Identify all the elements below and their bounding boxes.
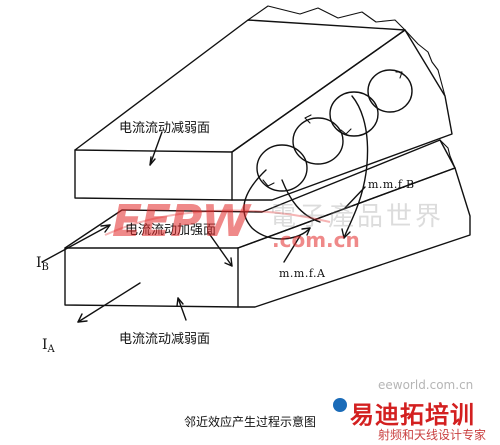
current-loop-3 [329,91,379,137]
current-a-subscript: A [47,344,55,355]
brand-subtitle: 射频和天线设计专家 [378,428,487,442]
current-b-arrow-line [41,224,111,263]
loop-arrow-4 [395,71,403,79]
current-b-label: IB [36,256,49,273]
current-b-arrowhead [100,224,111,233]
mmf-a-label: m.m.f.A [279,267,326,280]
middle-face-leader-head [224,257,233,267]
watermark-logo: EEPW [112,196,250,247]
bottom-face-label: 电流流动减弱面 [119,332,211,347]
loop-arrow-3 [340,128,352,135]
mmf-b-flux-line [343,95,369,239]
current-loop-4 [367,69,413,113]
upper-torn-edge-right [404,29,446,97]
mmf-a-flux-arrowhead [301,227,311,236]
mmf-a-flux-line-2 [281,179,321,223]
current-a-arrow-line [77,282,141,323]
current-loop-2 [292,117,344,165]
current-b-symbol: I [36,255,42,271]
current-loop-1 [256,144,308,192]
watermark-url-small: eeworld.com.cn [378,378,474,392]
upper-conductor-side-face [231,29,453,201]
watermark-url: .com.cn [272,228,360,252]
upper-torn-edge [247,5,406,31]
current-a-arrowhead [77,313,88,323]
mmf-b-flux-arrowhead [341,228,351,239]
mmf-b-leader [344,186,366,209]
upper-conductor-front-face [74,149,233,201]
bottom-face-leader-head [176,297,184,307]
figure-caption: 邻近效应产生过程示意图 [183,415,316,429]
current-a-label: IA [42,338,55,355]
bottom-face-leader [177,297,187,321]
watermark-chinese: 電子產品世界 [270,202,445,232]
mmf-a-leader [283,235,301,263]
lower-torn-edge [439,139,456,169]
lower-conductor-front-face [64,247,239,308]
lower-conductor-side-face [237,167,471,308]
brand-logo-icon [333,398,347,412]
current-a-symbol: I [42,337,48,353]
watermark-swoosh [104,209,331,236]
loop-arrow-2 [304,114,312,124]
top-face-label: 电流流动减弱面 [119,121,211,136]
loop-arrow-1 [262,179,275,187]
brand-title: 易迪拓培训 [350,401,475,429]
mmf-b-label: m.m.f.B [368,178,415,191]
top-face-leader [149,131,163,166]
mmf-a-flux-line [243,169,311,240]
middle-face-label: 电流流动加强面 [125,223,217,238]
current-b-subscript: B [41,262,49,273]
top-face-leader-head [149,156,156,166]
middle-face-leader [207,231,233,267]
